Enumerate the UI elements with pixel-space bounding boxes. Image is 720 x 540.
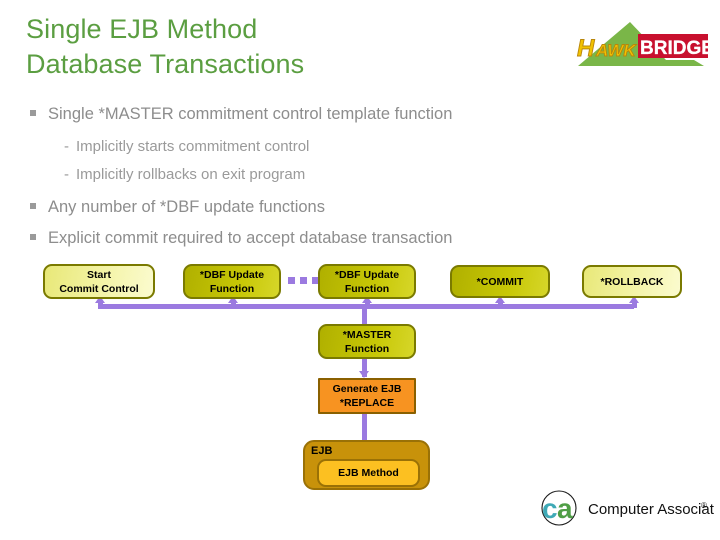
page-title-line-2: Database Transactions <box>26 49 305 79</box>
connector-master-to-generate-ejb <box>362 358 367 377</box>
node-line-2: Function <box>209 282 255 295</box>
connector-stub-start-commit-control <box>98 300 103 308</box>
hawk-wordmark: H AWK <box>577 35 638 63</box>
hawkbridge-logo: H AWK BRIDGE <box>572 20 714 72</box>
node-line-2: Function <box>344 342 390 355</box>
bullet-item-3: -Implicitly rollbacks on exit program <box>64 166 305 183</box>
arrow-up-to-dbf-update-1 <box>228 296 238 303</box>
ellipsis-dot-2 <box>300 277 307 284</box>
arrow-up-to-commit <box>495 296 505 303</box>
bridge-wordmark: BRIDGE <box>640 38 714 59</box>
ejb-container-label: EJB <box>311 445 333 457</box>
ca-logo-letter-a: a <box>557 493 573 524</box>
connector-bus-to-master <box>362 304 367 326</box>
svg-text:AWK: AWK <box>595 41 637 60</box>
node-line-2: Function <box>344 282 390 295</box>
arrow-up-to-dbf-update-2 <box>362 296 372 303</box>
bullet-item-5-text: Explicit commit required to accept datab… <box>48 229 453 247</box>
node-line-1: *DBF Update <box>334 268 400 281</box>
connector-stub-rollback <box>632 300 637 308</box>
connector-generate-ejb-to-ejb <box>362 414 367 457</box>
connector-stub-dbf-update-2 <box>365 300 370 308</box>
square-bullet-icon <box>30 234 36 240</box>
connector-stub-commit <box>498 300 503 308</box>
dash-bullet-icon: - <box>64 138 69 155</box>
node-line-1: *ROLLBACK <box>600 275 664 288</box>
square-bullet-icon <box>30 203 36 209</box>
page-title: Single EJB Method Database Transactions <box>26 12 546 82</box>
arrow-down-to-generate-ejb <box>359 371 369 378</box>
bullet-item-2-text: Implicitly starts commitment control <box>76 138 310 155</box>
ellipsis-dot-1 <box>288 277 295 284</box>
diagram-node-dbf-update-1[interactable]: *DBF Update Function <box>183 264 281 299</box>
node-line-1: *MASTER <box>342 328 392 341</box>
node-line-1: *DBF Update <box>199 268 265 281</box>
node-line-1: *COMMIT <box>476 275 524 288</box>
diagram-node-ejb-container[interactable]: EJB EJB Method <box>303 440 430 490</box>
diagram-node-start-commit-control[interactable]: Start Commit Control <box>43 264 155 299</box>
svg-text:H: H <box>577 35 595 62</box>
ca-logo-letter-c: c <box>542 493 558 524</box>
bullet-item-2: -Implicitly starts commitment control <box>64 138 309 155</box>
bullet-item-5: Explicit commit required to accept datab… <box>30 229 452 248</box>
connector-stub-dbf-update-1 <box>231 300 236 308</box>
diagram-node-dbf-update-2[interactable]: *DBF Update Function <box>318 264 416 299</box>
bullet-item-3-text: Implicitly rollbacks on exit program <box>76 166 306 183</box>
diagram-node-generate-ejb-replace[interactable]: Generate EJB *REPLACE <box>318 378 416 414</box>
ca-wordmark: Computer Associates <box>588 501 714 518</box>
ca-registered-mark: ® <box>701 501 707 510</box>
bullet-item-4-text: Any number of *DBF update functions <box>48 198 325 216</box>
arrow-up-to-rollback <box>629 296 639 303</box>
node-line-1: EJB Method <box>338 467 399 479</box>
bullet-item-1-text: Single *MASTER commitment control templa… <box>48 105 453 123</box>
ellipsis-dot-3 <box>312 277 319 284</box>
bullet-item-4: Any number of *DBF update functions <box>30 198 325 217</box>
diagram-node-commit[interactable]: *COMMIT <box>450 265 550 298</box>
diagram-node-rollback[interactable]: *ROLLBACK <box>582 265 682 298</box>
square-bullet-icon <box>30 110 36 116</box>
arrow-up-to-start-commit-control <box>95 296 105 303</box>
node-line-2: Commit Control <box>59 282 139 295</box>
node-line-1: Start <box>87 268 111 281</box>
node-line-2: *REPLACE <box>339 397 395 409</box>
page-title-line-1: Single EJB Method <box>26 14 258 44</box>
computer-associates-logo: c a Computer Associates ® <box>538 489 714 533</box>
bridge-block <box>638 34 708 58</box>
bullet-item-1: Single *MASTER commitment control templa… <box>30 105 452 124</box>
dash-bullet-icon: - <box>64 166 69 183</box>
ca-logo-circle <box>541 490 577 526</box>
diagram-node-ejb-method[interactable]: EJB Method <box>317 459 420 487</box>
diagram-node-master-function[interactable]: *MASTER Function <box>318 324 416 359</box>
node-line-1: Generate EJB <box>332 383 402 395</box>
